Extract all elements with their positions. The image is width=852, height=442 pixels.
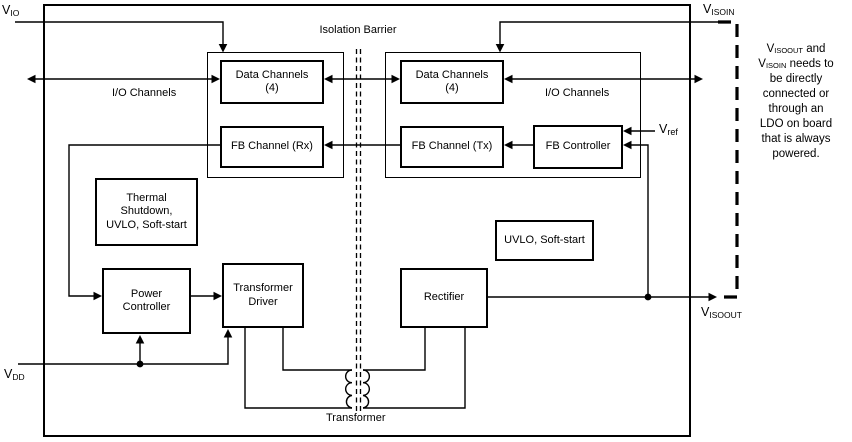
block-label: Data Channels (415, 68, 489, 81)
transformer-label: Transformer (326, 412, 386, 424)
block-label: Thermal (126, 191, 167, 204)
wire-pc-to-driver (190, 291, 222, 301)
vdd-base: V (4, 367, 13, 381)
arrowhead-left (504, 74, 513, 84)
visoout-terminal-label: VISOOUT (701, 305, 742, 320)
vdd-terminal-label: VDD (4, 367, 25, 382)
wire-visoout (487, 292, 717, 302)
wire-transformer-secondary (363, 327, 466, 409)
rectifier-block: Rectifier (400, 268, 488, 328)
thermal-shutdown-block: Thermal Shutdown, UVLO, Soft-start (95, 178, 198, 246)
block-label: (4) (445, 82, 459, 94)
fb-controller-block: FB Controller (533, 125, 623, 169)
block-label: UVLO, Soft-start (106, 218, 187, 231)
fb-channel-tx-block: FB Channel (Tx) (400, 126, 504, 168)
power-controller-block: Power Controller (102, 268, 191, 334)
block-label: FB Channel (Rx) (231, 140, 313, 153)
note-line: LDO on board (759, 118, 833, 130)
isolation-barrier-label: Isolation Barrier (319, 24, 397, 36)
vref-sub: ref (667, 127, 678, 137)
wire-vio (15, 21, 228, 53)
arrowhead-left (27, 74, 36, 84)
note-line: through an (768, 103, 824, 115)
arrowhead-down (495, 44, 505, 53)
visoin-base: V (703, 2, 712, 16)
arrowhead-up (135, 335, 145, 344)
note-line: connected or (762, 88, 830, 100)
external-dashed-connection (718, 20, 739, 299)
arrowhead-left (324, 140, 333, 150)
arrowhead-up (223, 329, 233, 338)
wire-vref (623, 126, 655, 136)
note-line: powered. (772, 148, 820, 160)
note-line: that is always (761, 133, 831, 145)
vio-terminal-label: VIO (2, 3, 20, 18)
block-label: Driver (248, 295, 278, 308)
wire-transformer-primary (244, 327, 352, 409)
block-label: FB Channel (Tx) (411, 140, 493, 153)
arrowhead-down (218, 44, 228, 53)
transformer-driver-block: Transformer Driver (222, 263, 304, 328)
vref-terminal-label: Vref (659, 122, 678, 137)
visoout-sub: ISOOUT (709, 310, 742, 320)
arrowhead-right (213, 291, 222, 301)
vdd-sub: DD (12, 372, 25, 382)
note-line: VISOIN needs to (758, 58, 834, 70)
uvlo-soft-start-block: UVLO, Soft-start (495, 220, 594, 261)
arrowhead-left (504, 140, 513, 150)
wire-io-channels-left (27, 74, 220, 84)
data-channels-left-block: Data Channels (4) (220, 60, 324, 104)
wire-rx-to-power-controller (68, 144, 220, 301)
block-label: Rectifier (423, 291, 465, 304)
wire-vdd (18, 329, 233, 368)
arrowhead-right (708, 292, 717, 302)
block-label: (4) (265, 82, 279, 94)
arrowhead-left (623, 140, 632, 150)
note-line: be directly (769, 73, 823, 85)
block-label: UVLO, Soft-start (504, 233, 585, 246)
arrowhead-left (623, 126, 632, 136)
block-label: Controller (122, 301, 171, 313)
block-label: FB Controller (545, 140, 611, 153)
note-line: VISOOUT and (766, 43, 826, 55)
block-label: Power (130, 287, 163, 300)
visoout-base: V (701, 305, 710, 319)
data-channels-right-block: Data Channels (4) (400, 60, 504, 104)
fb-channel-rx-block: FB Channel (Rx) (220, 126, 324, 168)
chip-outline (43, 4, 691, 437)
arrowhead-right (211, 74, 220, 84)
io-channels-left-label: I/O Channels (112, 87, 177, 99)
wire-fbc-to-tx (504, 140, 533, 150)
transformer-coil-secondary (362, 369, 371, 409)
vio-base: V (2, 3, 11, 17)
vref-base: V (659, 122, 668, 136)
connection-note: VISOOUT and VISOIN needs to be directly … (740, 42, 852, 162)
arrowhead-left (324, 74, 333, 84)
arrowhead-right (93, 291, 102, 301)
io-group-right (385, 52, 641, 178)
vio-sub: IO (10, 8, 20, 18)
arrowhead-right (391, 74, 400, 84)
wire-io-channels-right (504, 74, 703, 84)
io-channels-right-label: I/O Channels (545, 87, 610, 99)
io-group-left (207, 52, 344, 178)
wire-data-cross-barrier (324, 74, 400, 84)
block-label: Data Channels (235, 68, 309, 81)
transformer-coil-primary (344, 369, 353, 409)
arrowhead-right (694, 74, 703, 84)
junction-dot (136, 360, 144, 368)
block-label: Transformer (233, 282, 293, 294)
visoin-sub: ISOIN (711, 7, 735, 17)
wire-visoin (495, 21, 718, 53)
block-label: Shutdown, (120, 205, 173, 218)
isolation-barrier-line (355, 49, 362, 412)
wire-fb-tx-to-rx (324, 140, 400, 150)
visoin-terminal-label: VISOIN (703, 2, 735, 17)
